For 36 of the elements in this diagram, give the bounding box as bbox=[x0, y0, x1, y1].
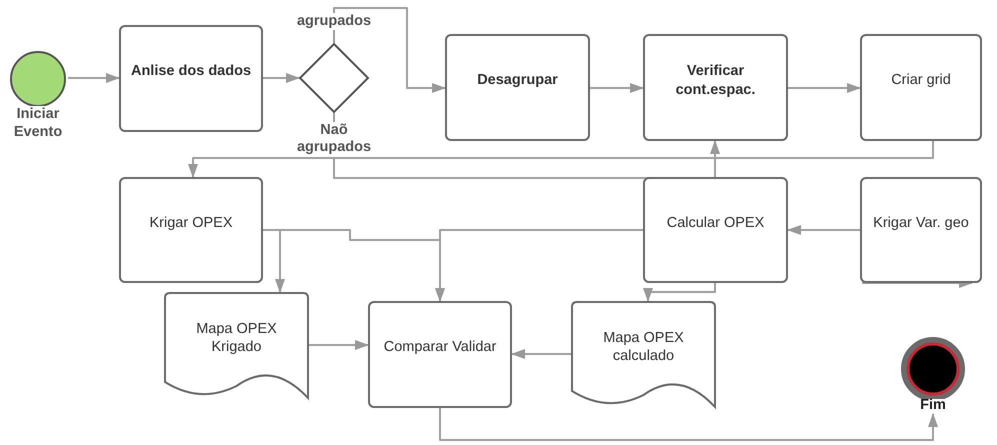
process-box bbox=[860, 177, 982, 283]
connector-arrow bbox=[188, 141, 934, 178]
node-label: Anlise dos dados bbox=[130, 62, 252, 81]
connector-arrow bbox=[787, 225, 860, 235]
connector-arrow bbox=[309, 340, 369, 350]
process-box bbox=[445, 34, 590, 141]
connector-arrow bbox=[435, 229, 643, 302]
node-label: Calcular OPEX bbox=[666, 214, 764, 232]
document-shape bbox=[164, 292, 309, 400]
document-shape bbox=[571, 301, 716, 409]
node-label: Verificar cont.espac. bbox=[674, 62, 756, 99]
process-box bbox=[860, 34, 982, 141]
connector-arrow bbox=[511, 349, 571, 359]
connector-arrow bbox=[788, 83, 861, 93]
process-box bbox=[119, 177, 263, 283]
node-label: Desagrupar bbox=[477, 71, 558, 90]
node-label: Mapa OPEX Krigado bbox=[195, 320, 278, 356]
process-box bbox=[368, 301, 512, 408]
node-label: Mapa OPEX calculado bbox=[602, 329, 685, 366]
process-box bbox=[119, 25, 263, 132]
edge-label: agrupados bbox=[296, 13, 372, 30]
connector-arrow bbox=[439, 408, 938, 441]
event-label: Iniciar Evento bbox=[12, 106, 64, 141]
node-label: Comparar Validar bbox=[384, 338, 496, 357]
connector-arrow bbox=[643, 283, 716, 302]
connector-arrow bbox=[590, 83, 644, 93]
node-label: Krigar OPEX bbox=[150, 214, 232, 232]
node-label: Krigar Var. geo bbox=[873, 214, 969, 232]
connector-arrow bbox=[68, 73, 120, 83]
event-label: Fim bbox=[920, 396, 946, 414]
process-box bbox=[643, 34, 788, 141]
decision-diamond bbox=[299, 43, 369, 113]
connector-arrow bbox=[263, 73, 300, 83]
process-box bbox=[643, 177, 788, 283]
node-label: Criar grid bbox=[891, 71, 951, 90]
connector-arrow bbox=[333, 7, 446, 93]
